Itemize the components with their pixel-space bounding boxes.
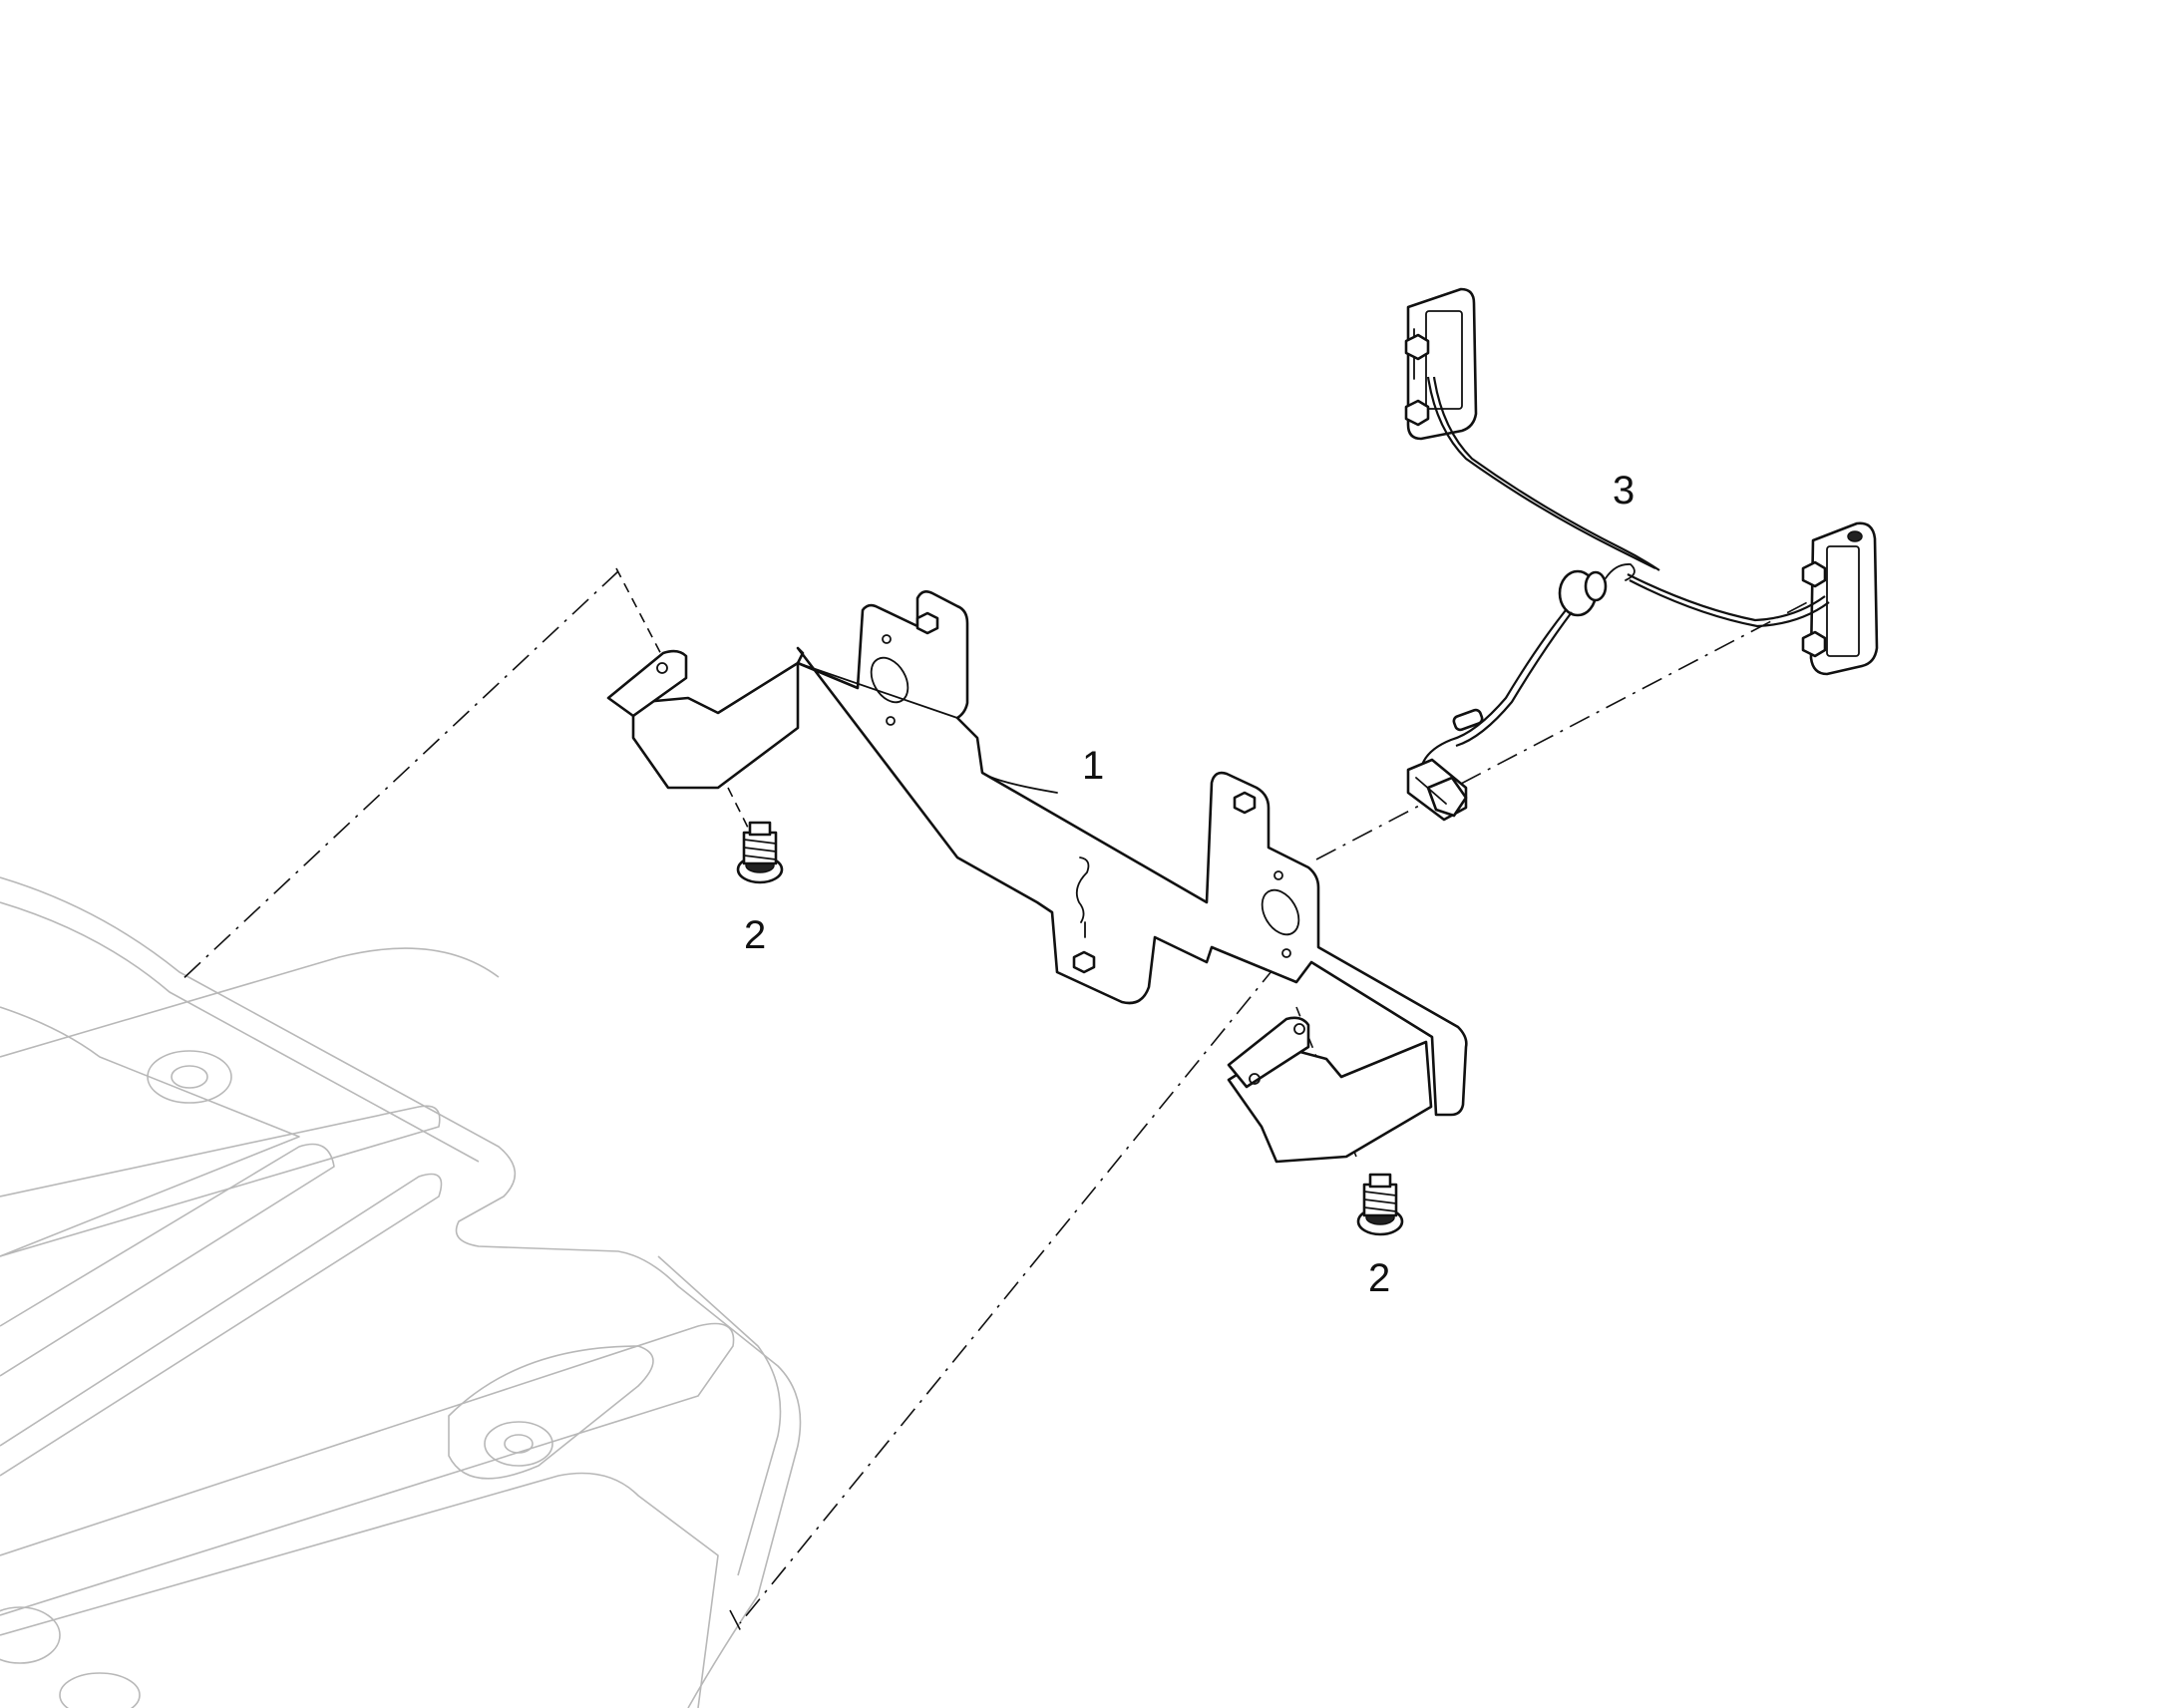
callout-lamp-harness: 3 xyxy=(1613,469,1635,512)
mounting-bracket xyxy=(606,590,1468,1164)
flange-bolt-right xyxy=(1356,1173,1404,1236)
vehicle-rear-body xyxy=(0,876,802,1708)
assembly-leader-lines xyxy=(179,567,1816,1636)
license-lamp-harness xyxy=(1404,287,1879,822)
flange-bolt-left xyxy=(736,821,784,884)
callout-bracket: 1 xyxy=(1082,744,1105,788)
callout-bolt-right: 2 xyxy=(1368,1256,1391,1300)
callout-bolt-left: 2 xyxy=(744,913,767,957)
